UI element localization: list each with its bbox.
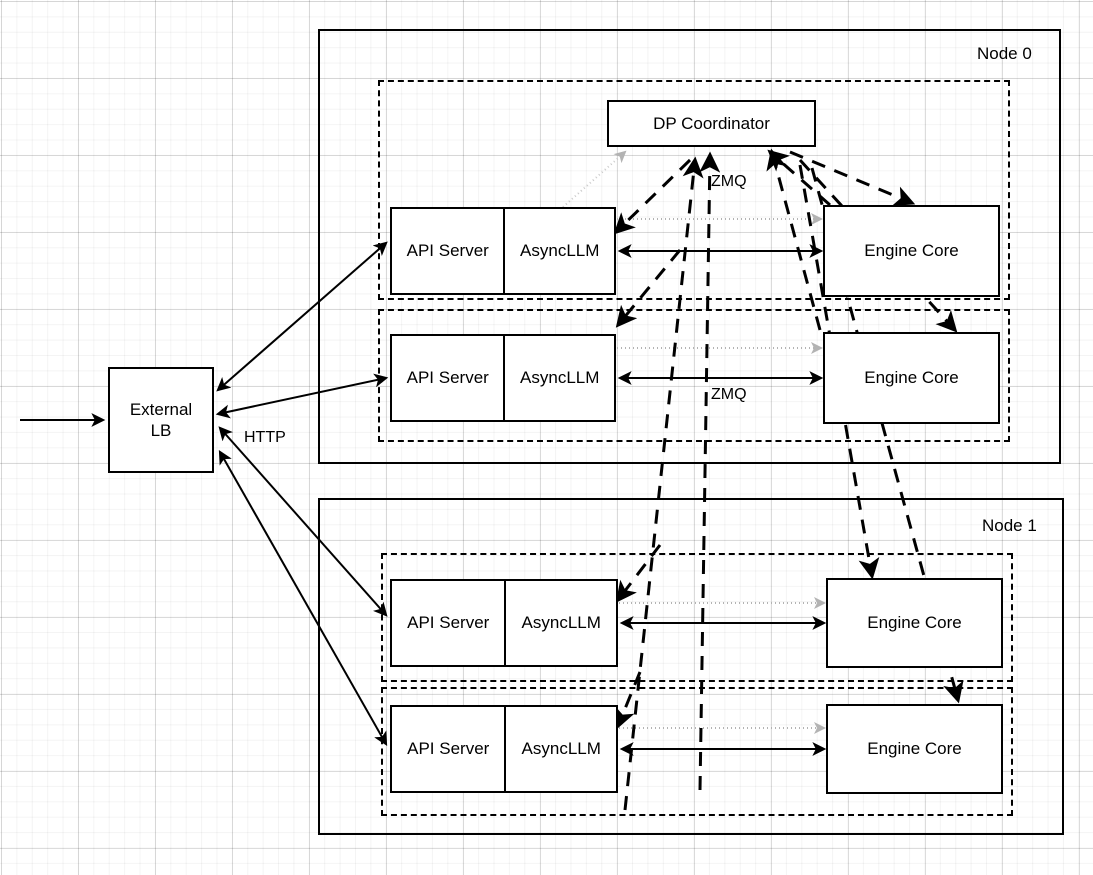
node-0-group-1-frame	[378, 309, 1010, 442]
node-1-label: Node 1	[982, 516, 1037, 535]
dp-coordinator-box[interactable]: DP Coordinator	[607, 100, 816, 147]
node-1-group-1-api-server-box[interactable]: API Server AsyncLLM	[390, 705, 618, 793]
node-0-group-1-api-server-label: API Server	[392, 336, 506, 420]
node-0-group-1-api-server-box[interactable]: API Server AsyncLLM	[390, 334, 616, 422]
node-1-group-1-asyncllm-label: AsyncLLM	[521, 739, 601, 758]
node-1-group-0-asyncllm-label: AsyncLLM	[521, 613, 601, 632]
node-0-frame	[318, 29, 1061, 464]
node-0-group-1-engine-core-label: Engine Core	[864, 368, 959, 388]
node-1-group-0-frame	[381, 553, 1013, 682]
zmq-label-top: ZMQ	[711, 173, 747, 190]
node-0-group-0-engine-core-box[interactable]: Engine Core	[823, 205, 1000, 297]
node-0-group-1-asyncllm-label: AsyncLLM	[520, 368, 600, 387]
node-0-label: Node 0	[977, 44, 1032, 63]
node-1-group-0-engine-core-label: Engine Core	[867, 613, 962, 633]
http-label: HTTP	[244, 429, 286, 446]
node-1-group-1-api-server-label: API Server	[392, 707, 507, 791]
node-1-group-0-api-server-label: API Server	[392, 581, 507, 665]
zmq-label-bottom: ZMQ	[711, 386, 747, 403]
external-lb-label-line1: External	[129, 399, 193, 419]
node-1-group-1-frame	[381, 687, 1013, 816]
node-1-group-1-engine-core-label: Engine Core	[867, 739, 962, 759]
node-1-group-0-engine-core-box[interactable]: Engine Core	[826, 578, 1003, 668]
node-0-group-0-api-server-box[interactable]: API Server AsyncLLM	[390, 207, 616, 295]
dp-coordinator-label: DP Coordinator	[653, 113, 770, 133]
node-0-group-0-asyncllm-label: AsyncLLM	[520, 241, 600, 260]
node-0-group-0-api-server-label: API Server	[392, 209, 506, 293]
node-0-group-0-frame	[378, 80, 1010, 300]
node-1-frame	[318, 498, 1064, 835]
node-1-group-0-api-server-box[interactable]: API Server AsyncLLM	[390, 579, 618, 667]
node-1-group-1-engine-core-box[interactable]: Engine Core	[826, 704, 1003, 794]
external-lb-box[interactable]: External LB	[108, 367, 214, 473]
node-0-group-0-engine-core-label: Engine Core	[864, 241, 959, 261]
node-0-group-1-engine-core-box[interactable]: Engine Core	[823, 332, 1000, 424]
external-lb-label-line2: LB	[150, 421, 172, 440]
